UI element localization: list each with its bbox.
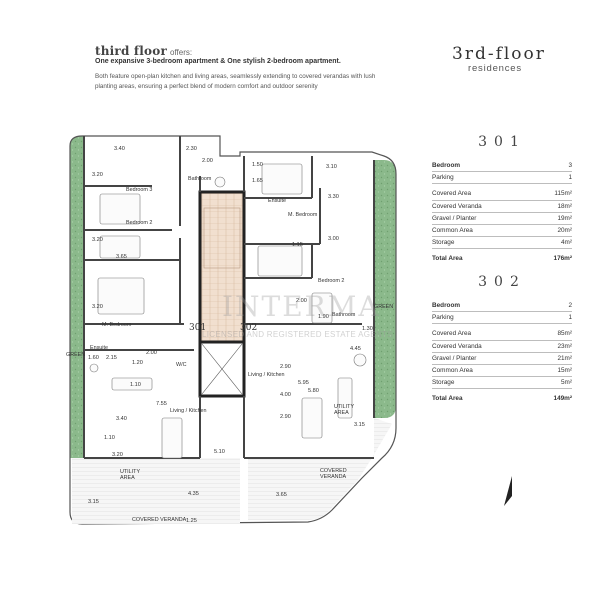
room-label: Ensuite bbox=[90, 345, 108, 351]
unit-label-301: 301 bbox=[189, 323, 206, 333]
floor-title: third floor offers: bbox=[95, 44, 192, 58]
svg-text:3.15: 3.15 bbox=[354, 422, 365, 428]
svg-text:3.65: 3.65 bbox=[116, 254, 127, 260]
floor-title-suffix: offers: bbox=[170, 48, 193, 57]
floor-subtitle: One expansive 3-bedroom apartment & One … bbox=[95, 58, 341, 65]
svg-text:3.20: 3.20 bbox=[112, 452, 123, 458]
room-label: M. Bedroom bbox=[288, 212, 318, 218]
unit-label-302: 302 bbox=[240, 323, 257, 333]
svg-text:4.00: 4.00 bbox=[280, 392, 291, 398]
svg-text:2.00: 2.00 bbox=[146, 350, 157, 356]
svg-text:3.65: 3.65 bbox=[276, 492, 287, 498]
brand-title: 3rd-floor bbox=[452, 44, 546, 64]
room-label: Bedroom 2 bbox=[318, 278, 344, 284]
room-labels: Bedroom 3 Bathroom Bedroom 2 M. Bedroom … bbox=[66, 176, 393, 523]
veranda-right bbox=[248, 418, 392, 520]
floor-plan: Bedroom 3 Bathroom Bedroom 2 M. Bedroom … bbox=[66, 135, 397, 525]
svg-text:3.20: 3.20 bbox=[92, 237, 103, 243]
svg-text:1.20: 1.20 bbox=[132, 360, 143, 366]
green-planter-left bbox=[70, 136, 84, 458]
svg-text:1.10: 1.10 bbox=[104, 435, 115, 441]
svg-text:3.10: 3.10 bbox=[326, 164, 337, 170]
svg-text:2.90: 2.90 bbox=[280, 414, 291, 420]
room-label: COVERED VERANDA bbox=[132, 517, 187, 523]
svg-text:3.40: 3.40 bbox=[114, 146, 125, 152]
svg-text:3.30: 3.30 bbox=[328, 194, 339, 200]
svg-text:1.65: 1.65 bbox=[252, 178, 263, 184]
svg-text:3.15: 3.15 bbox=[88, 499, 99, 505]
stair-core bbox=[200, 192, 244, 342]
north-arrow-icon bbox=[504, 476, 512, 506]
svg-text:1.60: 1.60 bbox=[88, 355, 99, 361]
brand-block: 3rd-floor residences bbox=[452, 44, 562, 74]
svg-text:3.40: 3.40 bbox=[116, 416, 127, 422]
svg-text:3.20: 3.20 bbox=[92, 172, 103, 178]
svg-text:1.15: 1.15 bbox=[292, 242, 303, 248]
room-label: Bathroom bbox=[188, 176, 212, 182]
svg-text:3.00: 3.00 bbox=[328, 236, 339, 242]
svg-text:1.50: 1.50 bbox=[252, 162, 263, 168]
brand-subtitle: residences bbox=[468, 63, 522, 74]
svg-text:5.80: 5.80 bbox=[308, 388, 319, 394]
svg-text:4.45: 4.45 bbox=[350, 346, 361, 352]
room-label: Living / Kitchen bbox=[248, 372, 285, 378]
svg-text:2.90: 2.90 bbox=[280, 364, 291, 370]
svg-text:1.10: 1.10 bbox=[130, 382, 141, 388]
room-label: GREEN bbox=[374, 304, 393, 310]
svg-text:3.20: 3.20 bbox=[92, 304, 103, 310]
floor-description: Both feature open-plan kitchen and livin… bbox=[95, 73, 376, 90]
room-label: Living / Kitchen bbox=[170, 408, 207, 414]
svg-text:7.55: 7.55 bbox=[156, 401, 167, 407]
svg-text:5.95: 5.95 bbox=[298, 380, 309, 386]
svg-text:1.25: 1.25 bbox=[186, 518, 197, 524]
room-label: Ensuite bbox=[268, 198, 286, 204]
room-label: Bathroom bbox=[332, 312, 356, 318]
room-label: Bedroom 3 bbox=[126, 187, 152, 193]
svg-text:2.15: 2.15 bbox=[106, 355, 117, 361]
dimension-labels: 3.40 2.30 2.00 3.20 3.65 3.20 3.20 1.60 … bbox=[88, 146, 373, 524]
unit-302-title: 302 bbox=[478, 274, 526, 290]
svg-text:4.35: 4.35 bbox=[188, 491, 199, 497]
room-label: M. Bedroom bbox=[102, 322, 132, 328]
svg-text:2.30: 2.30 bbox=[186, 146, 197, 152]
unit-301-title: 301 bbox=[478, 134, 526, 150]
room-label: GREEN bbox=[66, 352, 85, 358]
room-label: Bedroom 2 bbox=[126, 220, 152, 226]
svg-text:5.10: 5.10 bbox=[214, 449, 225, 455]
svg-text:1.90: 1.90 bbox=[318, 314, 329, 320]
furniture bbox=[89, 163, 367, 459]
svg-text:2.00: 2.00 bbox=[202, 158, 213, 164]
green-planter-right bbox=[374, 160, 396, 418]
svg-text:1.30: 1.30 bbox=[362, 326, 373, 332]
svg-text:2.00: 2.00 bbox=[296, 298, 307, 304]
watermark-tagline: LICENSED AND REGISTERED ESTATE AGENTS bbox=[202, 330, 393, 339]
floor-title-main: third floor bbox=[95, 44, 167, 58]
room-label: W/C bbox=[176, 362, 187, 368]
watermark-logo: INTERMA bbox=[222, 290, 381, 323]
veranda-left bbox=[72, 458, 240, 524]
